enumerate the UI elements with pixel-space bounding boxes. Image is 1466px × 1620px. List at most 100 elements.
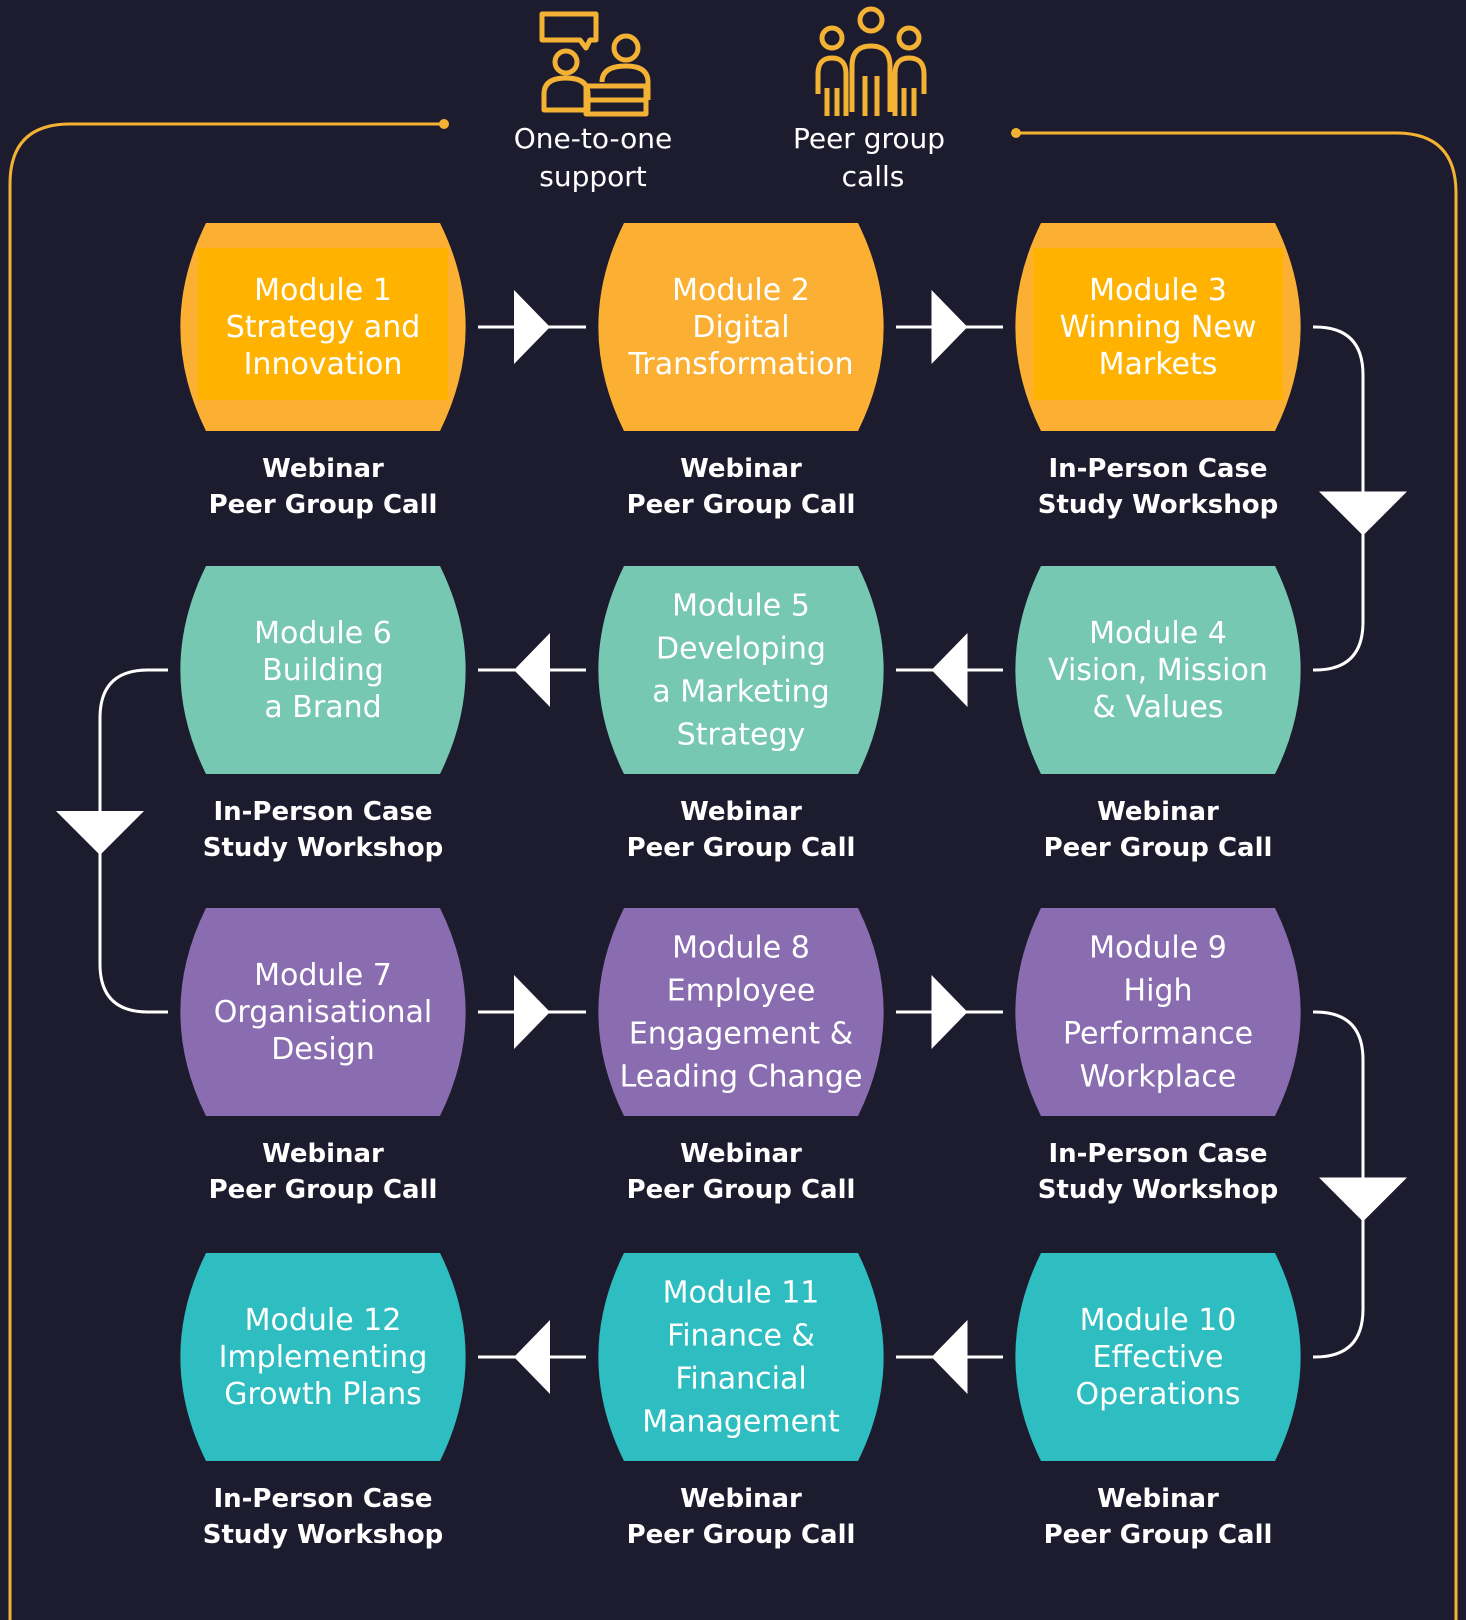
module-2-title-line: Transformation bbox=[627, 347, 853, 382]
frame-end-dot-right bbox=[1011, 128, 1021, 138]
module-4-shape bbox=[1015, 566, 1301, 774]
module-8-title-line: Engagement & bbox=[629, 1017, 853, 1052]
module-1-title-line: Innovation bbox=[244, 347, 403, 382]
module-10: Module 10EffectiveOperationsWebinarPeer … bbox=[1015, 1253, 1301, 1550]
meeting-icon bbox=[539, 11, 651, 117]
module-5-title-line: Developing bbox=[656, 632, 826, 667]
one-to-one-label-line2: support bbox=[539, 160, 647, 193]
module-1-number: Module 1 bbox=[254, 273, 392, 308]
module-9-format-line: Study Workshop bbox=[1038, 1175, 1278, 1205]
module-connectors bbox=[56, 290, 1407, 1394]
module-9-number: Module 9 bbox=[1089, 931, 1227, 966]
module-11-number: Module 11 bbox=[663, 1276, 820, 1311]
module-11-title-line: Management bbox=[642, 1405, 840, 1440]
module-7-title-line: Organisational bbox=[214, 995, 432, 1030]
module-8-format-line: Webinar bbox=[680, 1139, 802, 1169]
module-11-title-line: Financial bbox=[675, 1362, 806, 1397]
module-12-title-line: Implementing bbox=[219, 1340, 428, 1375]
module-11-format-line: Webinar bbox=[680, 1484, 802, 1514]
module-4-title-line: & Values bbox=[1093, 690, 1224, 725]
module-12-title-line: Growth Plans bbox=[224, 1377, 422, 1412]
module-12-number: Module 12 bbox=[245, 1303, 402, 1338]
module-5-format-line: Webinar bbox=[680, 797, 802, 827]
arrowhead-m7-m8 bbox=[514, 975, 550, 1049]
module-5-title-line: a Marketing bbox=[652, 675, 829, 710]
arrowhead-m5-m6 bbox=[514, 633, 550, 707]
module-10-title-line: Effective bbox=[1093, 1340, 1224, 1375]
frame-end-dot-left bbox=[439, 119, 449, 129]
module-11-title-line: Finance & bbox=[667, 1319, 815, 1354]
module-7-format-line: Webinar bbox=[262, 1139, 384, 1169]
arrowhead-m8-m9 bbox=[931, 975, 968, 1049]
module-6-shape bbox=[180, 566, 466, 774]
module-5-format-line: Peer Group Call bbox=[627, 833, 856, 863]
module-10-title-line: Operations bbox=[1076, 1377, 1241, 1412]
module-3-format-line: Study Workshop bbox=[1038, 490, 1278, 520]
people-group-icon bbox=[815, 6, 927, 116]
module-7-title-line: Design bbox=[271, 1032, 375, 1067]
module-2: Module 2DigitalTransformationWebinarPeer… bbox=[598, 223, 884, 520]
arrowhead-m9-m10 bbox=[1319, 1177, 1407, 1222]
module-2-format-line: Peer Group Call bbox=[627, 490, 856, 520]
module-12-shape bbox=[180, 1253, 466, 1461]
module-3-title-line: Markets bbox=[1099, 347, 1218, 382]
module-7: Module 7OrganisationalDesignWebinarPeer … bbox=[180, 908, 466, 1205]
module-2-shape bbox=[598, 223, 884, 431]
module-2-title-line: Digital bbox=[692, 310, 789, 345]
frame-left-segment bbox=[8, 122, 444, 1620]
module-5-shape bbox=[598, 566, 884, 774]
module-11-shape bbox=[598, 1253, 884, 1461]
module-7-shape bbox=[180, 908, 466, 1116]
module-4-title-line: Vision, Mission bbox=[1048, 653, 1268, 688]
module-8-number: Module 8 bbox=[672, 931, 810, 966]
module-6-number: Module 6 bbox=[254, 616, 392, 651]
arrowhead-m3-m4 bbox=[1319, 491, 1407, 536]
arrowhead-m2-m3 bbox=[931, 290, 968, 364]
arrowhead-m10-m11 bbox=[931, 1320, 968, 1394]
module-9-title-line: High bbox=[1124, 974, 1193, 1009]
one-to-one-label-line1: One-to-one bbox=[514, 122, 672, 155]
module-6-title-line: Building bbox=[262, 653, 384, 688]
module-4-number: Module 4 bbox=[1089, 616, 1227, 651]
module-1-title-line: Strategy and bbox=[226, 310, 421, 345]
module-11-format-line: Peer Group Call bbox=[627, 1520, 856, 1550]
module-5: Module 5 Developing a MarketingStrategyWeb… bbox=[598, 566, 884, 863]
module-10-format-line: Peer Group Call bbox=[1044, 1520, 1273, 1550]
module-8-title-line: Leading Change bbox=[620, 1060, 863, 1095]
module-9-title-line: Performance bbox=[1063, 1017, 1253, 1052]
arrowhead-m6-m7 bbox=[56, 811, 144, 855]
module-9-format-line: In-Person Case bbox=[1048, 1139, 1267, 1169]
module-9-title-line: Workplace bbox=[1080, 1060, 1237, 1095]
module-3-title-line: Winning New bbox=[1060, 310, 1257, 345]
module-2-number: Module 2 bbox=[672, 273, 810, 308]
module-8-title-line: Employee bbox=[667, 974, 816, 1009]
module-8-format-line: Peer Group Call bbox=[627, 1175, 856, 1205]
module-3-format-line: In-Person Case bbox=[1048, 454, 1267, 484]
module-5-title-line: Strategy bbox=[677, 718, 806, 753]
module-6-format-line: In-Person Case bbox=[213, 797, 432, 827]
module-12-format-line: In-Person Case bbox=[213, 1484, 432, 1514]
peer-group-label-line2: calls bbox=[842, 160, 905, 193]
module-2-format-line: Webinar bbox=[680, 454, 802, 484]
module-9: Module 9 HighPerformanceWorkplaceIn-Perso… bbox=[1015, 908, 1301, 1205]
module-10-format-line: Webinar bbox=[1097, 1484, 1219, 1514]
module-10-shape bbox=[1015, 1253, 1301, 1461]
module-8-shape bbox=[598, 908, 884, 1116]
module-9-shape bbox=[1015, 908, 1301, 1116]
module-11: Module 11 Finance & FinancialManagementWeb… bbox=[598, 1253, 884, 1550]
module-4-format-line: Webinar bbox=[1097, 797, 1219, 827]
module-10-number: Module 10 bbox=[1080, 1303, 1237, 1338]
module-5-number: Module 5 bbox=[672, 589, 810, 624]
module-6-format-line: Study Workshop bbox=[203, 833, 443, 863]
module-1-format-line: Peer Group Call bbox=[209, 490, 438, 520]
module-3-number: Module 3 bbox=[1089, 273, 1227, 308]
module-1-inner-panel bbox=[198, 248, 448, 400]
arrowhead-m11-m12 bbox=[514, 1320, 550, 1394]
